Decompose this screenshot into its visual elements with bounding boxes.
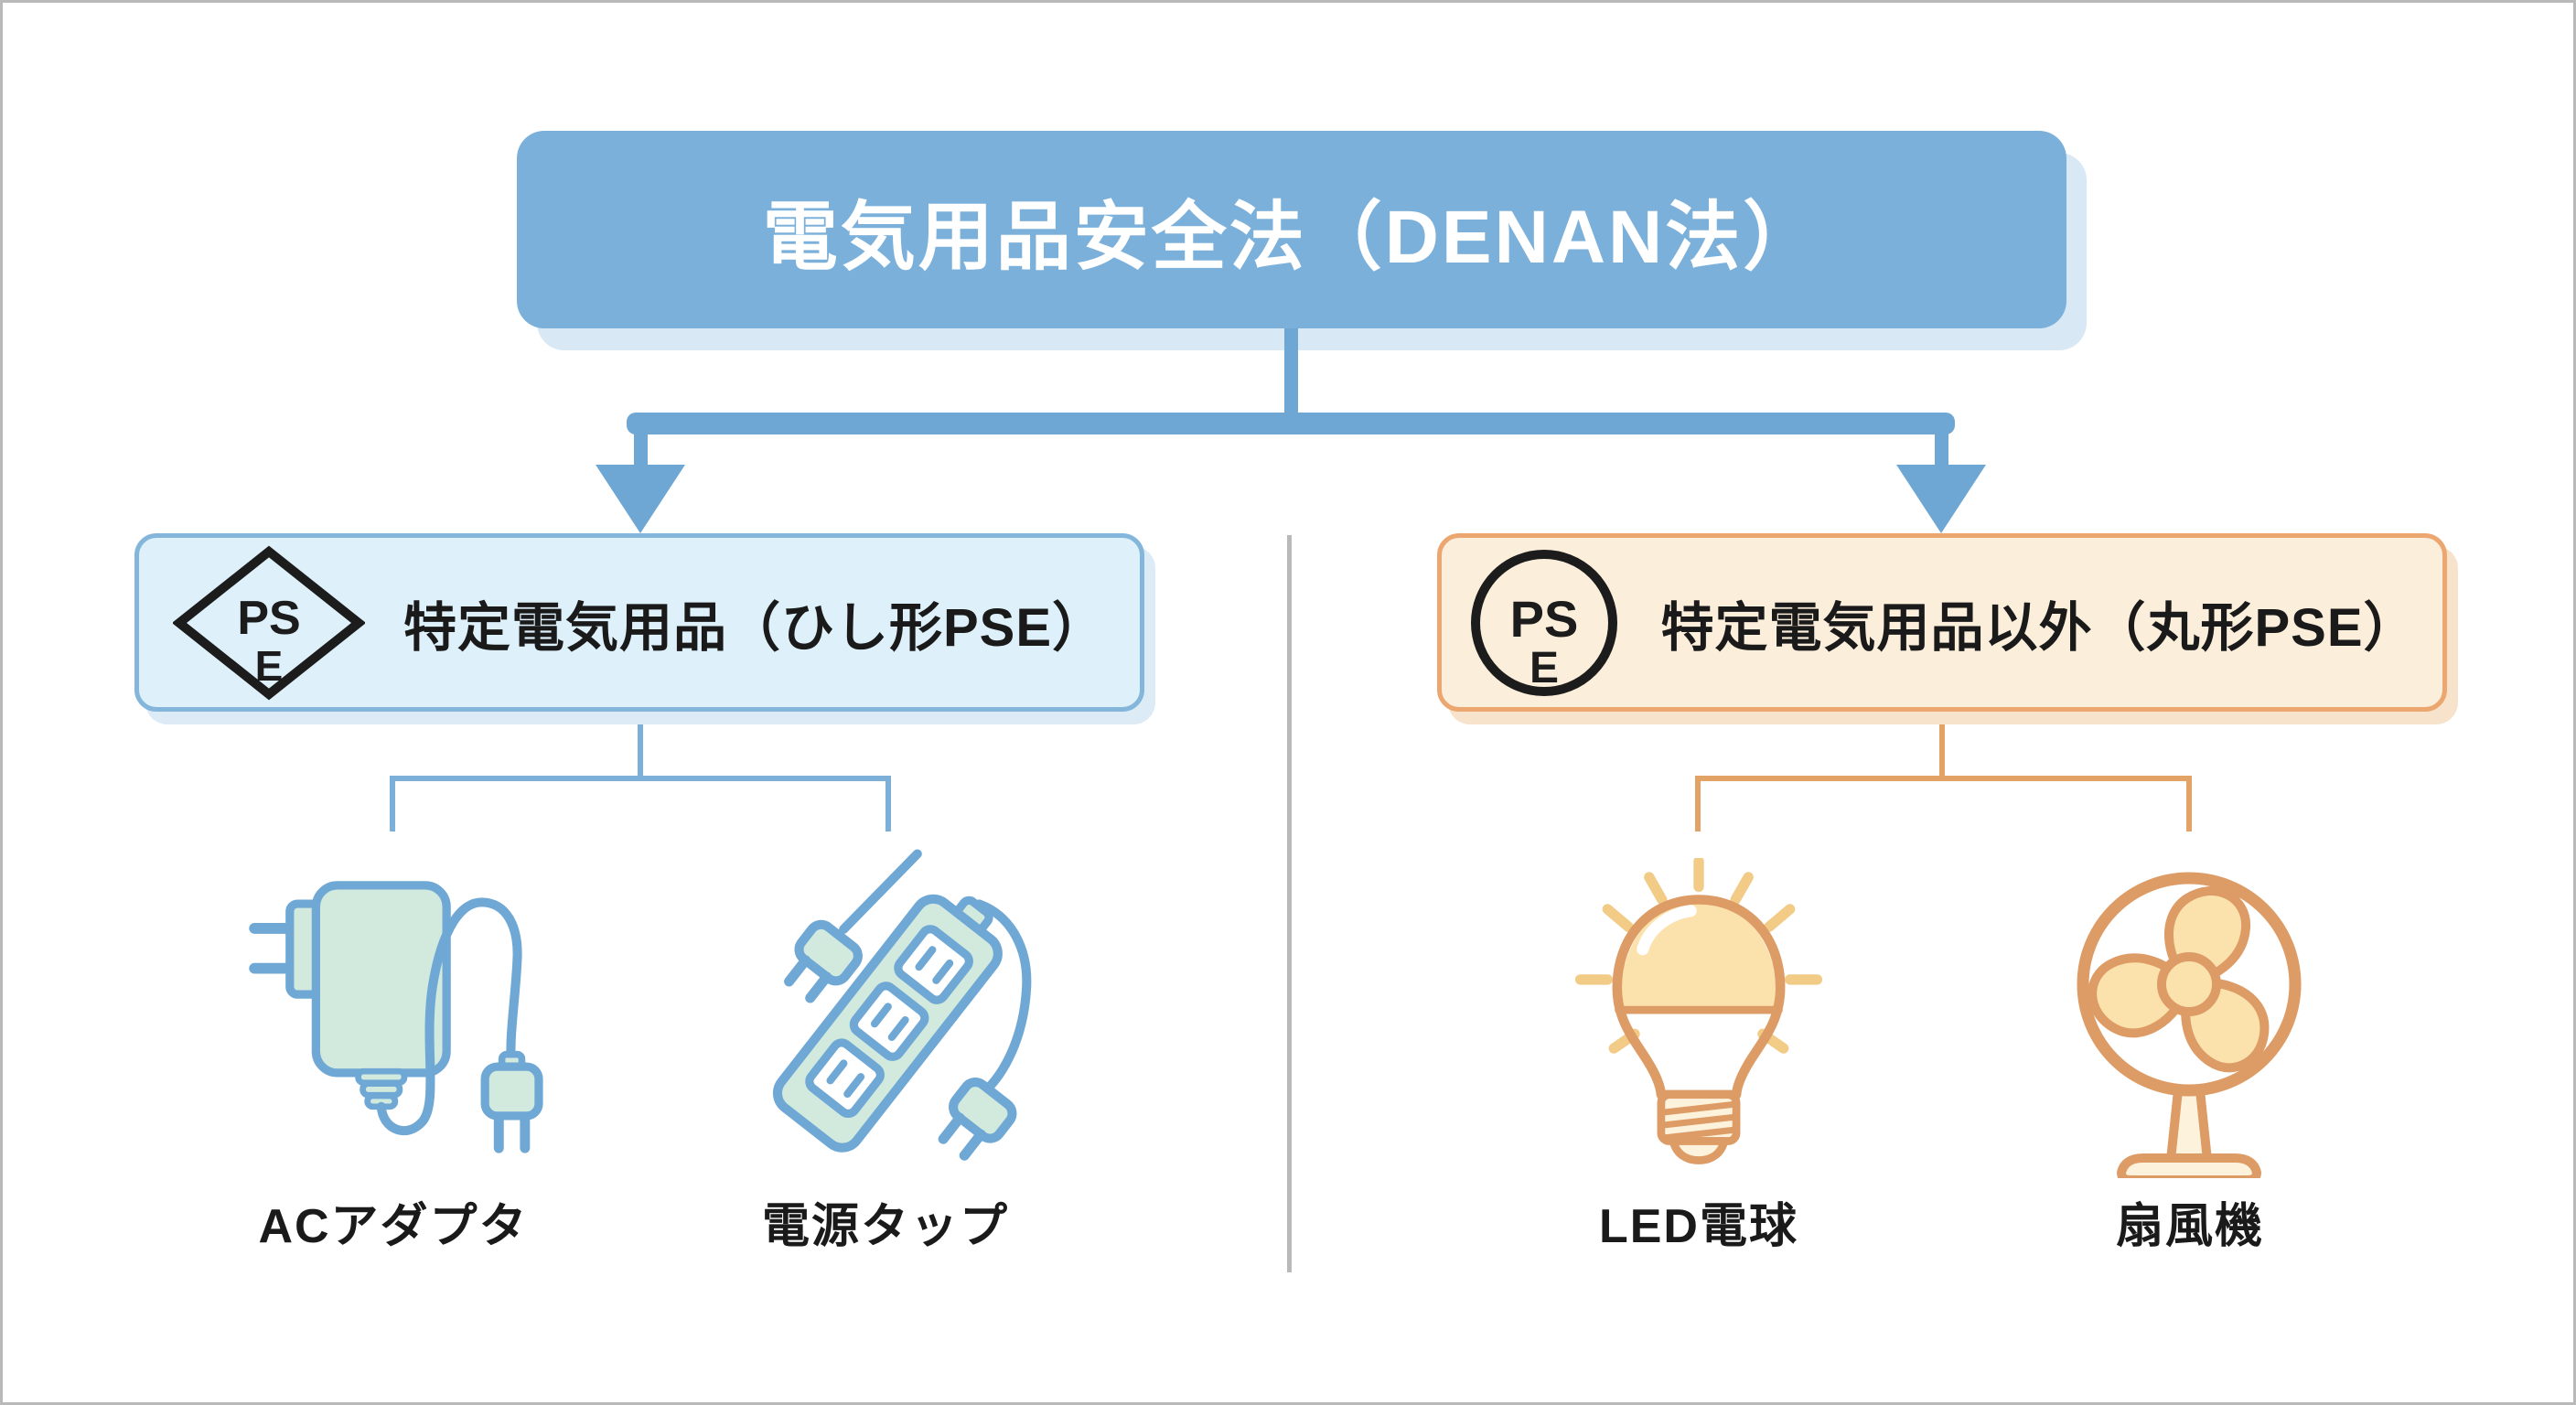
vertical-divider [1287,535,1292,1272]
pse-letter-bottom: E [1530,644,1559,692]
strip-outlet-slots [826,1059,865,1099]
pse-letter-bottom: E [255,642,284,690]
strip-outlet [894,925,973,1004]
pse-letters-top: PS [237,592,300,645]
item-label-fan: 扇風機 [2115,1200,2264,1253]
pse-circle-outline [1471,549,1618,696]
strip-outlet-slots [870,1003,909,1042]
strip-plug2-body [949,1078,1017,1143]
bulb-rays [1574,858,1823,1054]
strip-outlet [805,1038,885,1118]
strip-cable [974,899,1032,1097]
pse-diamond-mark-icon: PS E [172,545,365,700]
electric-fan-icon [2052,872,2302,1178]
bulb-tip [1669,1137,1729,1164]
arrow-left-drop [634,431,648,467]
adapter-cable [376,897,522,1136]
branch-label-non-specified: 特定電気用品以外（丸形PSE） [1660,597,2418,658]
item-label-led-bulb: LED電球 [1598,1200,1798,1253]
fan-hub [2157,952,2221,1016]
page-title: 電気用品安全法（DENAN法） [762,195,1821,279]
arrow-shapes [596,328,1986,533]
branch-box-specified: PS E 特定電気用品（ひし形PSE） [134,533,1144,712]
ac-adapter-icon [249,881,543,1153]
title-box: 電気用品安全法（DENAN法） [517,131,2066,328]
branch-label-specified: 特定電気用品（ひし形PSE） [402,597,1107,658]
strip-body-group [772,894,1003,1153]
arrow-right-head [1896,465,1986,533]
strip-loose-plug [784,919,863,1003]
arrow-stem [1284,328,1298,416]
pse-diamond-outline [172,545,365,700]
strip-plug2-prongs [938,1112,986,1161]
strip-plug1-prongs [784,955,832,1003]
branch-box-non-specified: PS E 特定電気用品以外（丸形PSE） [1437,533,2447,712]
right-items-connector [1695,713,2192,831]
strip-outlet [849,981,929,1061]
arrow-left-head [596,465,685,533]
strip-outlet-slots [915,946,954,984]
pse-letters-top: PS [1510,590,1579,648]
bulb-screw-ridges [1660,1100,1737,1142]
plug-prongs [493,1113,531,1153]
arrow-right-drop [1935,431,1948,467]
fan-base [2117,1153,2261,1178]
pse-circle-mark-icon: PS E [1471,549,1618,696]
strip-end-plug [938,1078,1017,1161]
strip-plug1-body [794,919,863,986]
plug-body [480,1062,543,1121]
strip-plug1-cable [839,849,922,934]
left-items-connector [390,713,891,831]
fan-neck [2166,1086,2212,1164]
item-label-power-strip: 電源タップ [761,1200,1009,1253]
item-label-ac-adapter: ACアダプタ [258,1200,529,1253]
bulb-highlight [1637,905,1697,956]
power-strip-icon [772,849,1032,1161]
led-bulb-icon [1574,858,1823,1164]
arrow-crossbar [627,413,1955,434]
